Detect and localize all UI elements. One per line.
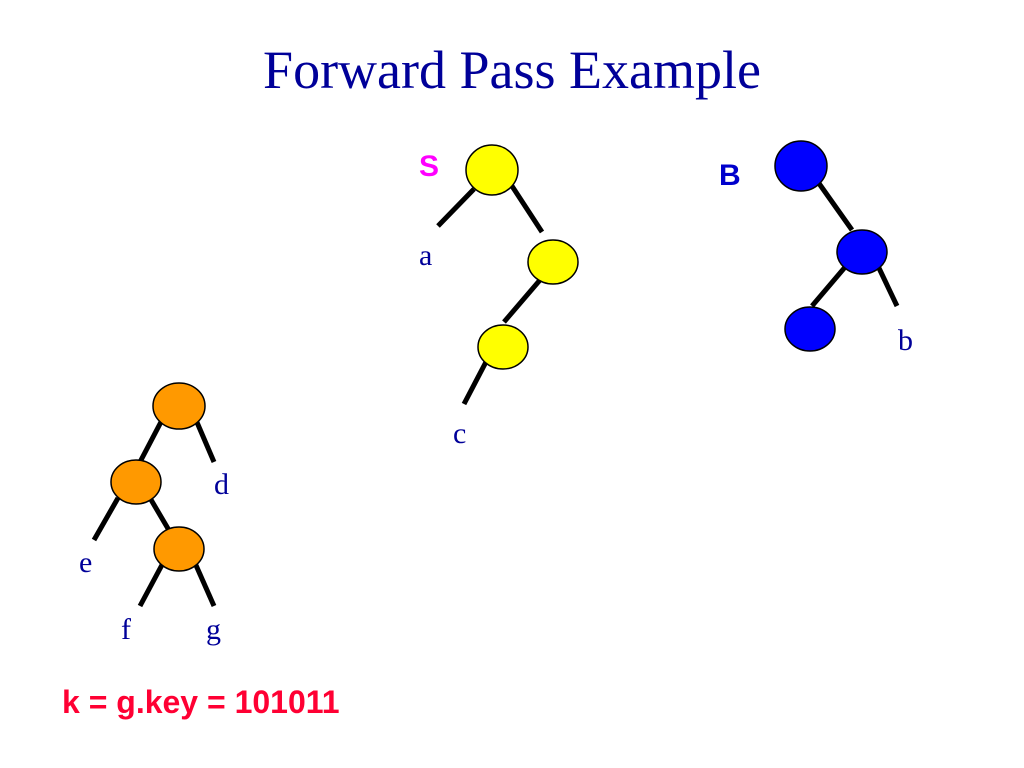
b-root-node xyxy=(774,140,828,192)
edge-o-node3-g xyxy=(192,561,217,608)
key-formula: k = g.key = 101011 xyxy=(62,684,340,720)
edge-o-node2-e xyxy=(91,496,121,542)
edge-s-node2-node3 xyxy=(502,278,542,324)
orange-root-node xyxy=(152,382,206,430)
edge-o-root-d xyxy=(193,419,217,463)
edge-o-node2-node3 xyxy=(147,496,173,534)
leaf-label-b: b xyxy=(898,324,913,357)
tree-s: S a c xyxy=(419,144,579,450)
edge-s-root-a xyxy=(436,187,476,228)
tree-label-b: B xyxy=(719,159,741,192)
edge-b-node2-node3 xyxy=(810,264,848,308)
leaf-label-f: f xyxy=(121,613,131,646)
tree-orange: d e f g xyxy=(79,382,229,646)
leaf-label-g: g xyxy=(206,613,221,646)
edge-o-root-node2 xyxy=(137,418,165,464)
orange-node-3 xyxy=(153,526,205,572)
edge-b-node2-b xyxy=(875,264,900,308)
leaf-label-d: d xyxy=(214,468,229,501)
b-node-3 xyxy=(784,306,836,352)
edge-s-node3-c xyxy=(461,358,490,406)
leaf-label-a: a xyxy=(419,239,432,272)
tree-b: B b xyxy=(719,140,913,357)
tree-label-s: S xyxy=(419,150,439,183)
leaf-label-c: c xyxy=(453,417,466,450)
s-node-2 xyxy=(527,239,579,285)
edge-b-root-node2 xyxy=(815,180,855,232)
edge-o-node3-f xyxy=(137,561,166,608)
slide-title: Forward Pass Example xyxy=(263,40,761,100)
b-node-2 xyxy=(836,229,888,275)
leaf-label-e: e xyxy=(79,546,92,579)
orange-node-2 xyxy=(110,459,162,505)
s-root-node xyxy=(465,144,519,196)
edge-s-root-node2 xyxy=(507,181,545,234)
s-node-3 xyxy=(477,324,529,370)
